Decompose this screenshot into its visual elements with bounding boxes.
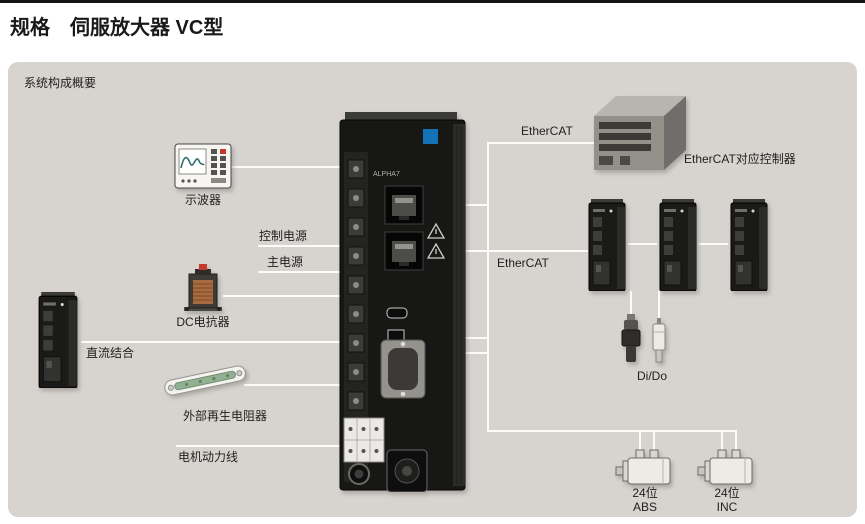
wire-io-2: [459, 352, 489, 354]
wire-trunk-lower: [487, 252, 489, 432]
label-dido: Di/Do: [637, 369, 668, 383]
label-dc-reactor: DC电抗器: [176, 315, 230, 329]
motor-inc: [696, 440, 758, 488]
regen-resistor-icon: [160, 357, 250, 402]
dc-reactor-icon: [182, 264, 224, 312]
dido-connector-1: [619, 314, 643, 366]
servo-amplifier-1: [586, 199, 628, 291]
servo-amplifier-3: [728, 199, 770, 291]
wire-oscilloscope: [230, 166, 352, 168]
top-rule: [0, 0, 865, 3]
ethernet-port-icon: [384, 185, 424, 225]
usb-port-icon: [386, 307, 408, 319]
wire-dido-1: [630, 291, 632, 315]
wire-encoder-bus: [487, 430, 737, 432]
dido-connector-2: [650, 318, 668, 364]
label-main-power: 主电源: [267, 255, 304, 269]
label-motor-power-line: 电机动力线: [178, 450, 239, 464]
wire-rj45-in: [459, 204, 489, 206]
wire-dc-reactor: [223, 295, 354, 297]
power-terminal-block: [343, 417, 385, 463]
wire-ethercat-controller: [487, 142, 603, 144]
wire-io-1: [459, 337, 489, 339]
label-encoder-abs: 24位 ABS: [632, 486, 658, 514]
wire-drop-abs-1: [639, 430, 641, 451]
oscilloscope-icon: [174, 143, 232, 189]
wire-amp-link-2: [699, 243, 728, 245]
servo-amplifier-2: [657, 199, 699, 291]
label-ethercat-controller: EtherCAT对应控制器: [684, 152, 796, 166]
wire-regen-resistor: [244, 384, 354, 386]
io-connector-icon: [380, 339, 426, 399]
label-regen-resistor: 外部再生电阻器: [182, 409, 267, 423]
label-ethercat-mid: EtherCAT: [497, 256, 549, 270]
diagram-caption: 系统构成概要: [24, 76, 97, 90]
ethernet-port-icon: [384, 231, 424, 271]
heatsink: [453, 124, 465, 486]
brand-logo-icon: [423, 129, 438, 144]
ethercat-controller-icon: [586, 88, 690, 176]
label-dc-link: 直流结合: [86, 346, 135, 360]
device-brand-text: ALPHA7: [373, 171, 400, 178]
servo-amplifier-main: ALPHA7: [335, 112, 470, 492]
wire-amp-link-1: [628, 243, 657, 245]
waveform-icon: [180, 156, 205, 169]
label-control-power: 控制电源: [259, 229, 308, 243]
wire-drop-abs-2: [653, 430, 655, 451]
wire-dido-2: [658, 291, 660, 319]
wire-drop-inc-2: [735, 430, 737, 451]
page-title: 规格 伺服放大器 VC型: [10, 17, 224, 39]
wire-ethercat-chain: [459, 250, 588, 252]
servo-amplifier-dclink: [36, 292, 80, 388]
wire-motor-power: [176, 445, 344, 447]
label-oscilloscope: 示波器: [184, 193, 221, 207]
label-encoder-inc: 24位 INC: [714, 486, 740, 514]
wire-main-power: [258, 271, 354, 273]
wire-trunk-upper: [487, 142, 489, 254]
warning-icon: [426, 242, 446, 259]
wire-drop-inc-1: [721, 430, 723, 451]
wire-dc-link: [81, 341, 354, 343]
warning-icon: [426, 222, 446, 239]
label-ethercat-top: EtherCAT: [521, 124, 573, 138]
wire-control-power: [258, 245, 354, 247]
motor-abs: [614, 440, 676, 488]
